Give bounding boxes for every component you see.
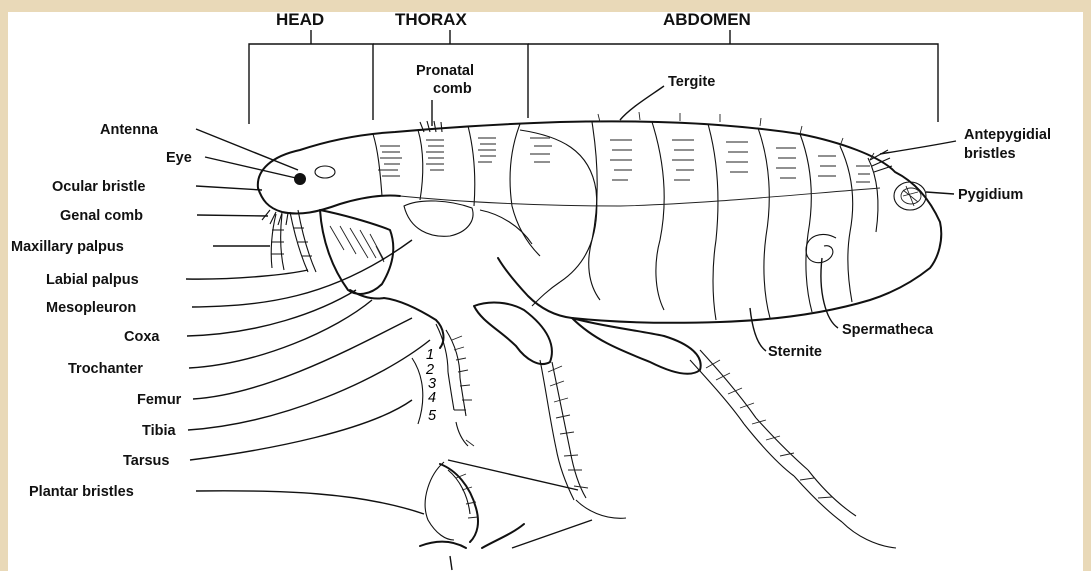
flea-body-outline — [258, 121, 941, 322]
label-plantar-bristles: Plantar bristles — [29, 484, 134, 500]
label-ocular-bristle: Ocular bristle — [52, 179, 145, 195]
leader-eye — [205, 157, 296, 178]
leader-inset-top — [448, 460, 578, 490]
leader-sternite — [750, 308, 766, 351]
label-mesopleuron: Mesopleuron — [46, 300, 136, 316]
label-pronatal-comb-line1: Pronatal — [416, 63, 474, 79]
label-femur: Femur — [137, 392, 182, 408]
label-antenna: Antenna — [100, 122, 159, 138]
leader-tibia — [188, 340, 430, 430]
section-label-abdomen: ABDOMEN — [663, 12, 751, 29]
leader-genal-comb — [197, 215, 268, 216]
tarsal-segment-5: 5 — [428, 408, 437, 424]
leader-antenna — [196, 129, 298, 170]
label-genal-comb: Genal comb — [60, 208, 143, 224]
label-tibia: Tibia — [142, 423, 177, 439]
leader-labial-palpus — [186, 270, 308, 279]
leader-tergite — [620, 86, 664, 120]
label-trochanter: Trochanter — [68, 361, 143, 377]
mouthparts — [271, 210, 316, 272]
front-leg — [350, 290, 474, 446]
label-antepygidial-line1: Antepygidial — [964, 127, 1051, 143]
label-spermatheca: Spermatheca — [842, 322, 934, 338]
label-maxillary-palpus: Maxillary palpus — [11, 239, 124, 255]
leader-antepygidial — [880, 141, 956, 154]
tarsus-inset — [420, 462, 524, 548]
label-antepygidial-line2: bristles — [964, 146, 1016, 162]
label-labial-palpus: Labial palpus — [46, 272, 139, 288]
abdomen-bracket — [528, 44, 938, 122]
tarsal-segments: 1 2 3 4 5 — [412, 347, 437, 424]
leader-claw — [450, 556, 452, 570]
leader-tarsus — [190, 400, 412, 460]
middle-leg — [474, 303, 626, 519]
tarsal-segment-4: 4 — [428, 390, 436, 406]
leader-femur — [193, 318, 412, 399]
flea-anatomy-diagram: HEAD THORAX ABDOMEN — [8, 12, 1083, 571]
label-tarsus: Tarsus — [123, 453, 169, 469]
label-sternite: Sternite — [768, 344, 822, 360]
leader-coxa — [187, 290, 356, 336]
label-tergite: Tergite — [668, 74, 715, 90]
eye-spot — [294, 173, 306, 185]
tarsal-segment-1: 1 — [426, 347, 434, 363]
section-brackets — [249, 30, 938, 124]
section-label-head: HEAD — [276, 12, 324, 29]
label-pygidium: Pygidium — [958, 187, 1023, 203]
head-bracket — [249, 44, 373, 124]
leader-plantar-bristles — [196, 491, 424, 514]
leader-spermatheca — [821, 258, 838, 328]
label-pronatal-comb-line2: comb — [433, 81, 472, 97]
diagram-canvas: HEAD THORAX ABDOMEN — [8, 12, 1083, 571]
label-eye: Eye — [166, 150, 192, 166]
label-coxa: Coxa — [124, 329, 160, 345]
leader-lines — [186, 86, 956, 570]
hind-leg — [572, 318, 896, 548]
leader-ocular-bristle — [196, 186, 262, 190]
leader-pygidium — [926, 192, 954, 194]
section-label-thorax: THORAX — [395, 12, 467, 29]
